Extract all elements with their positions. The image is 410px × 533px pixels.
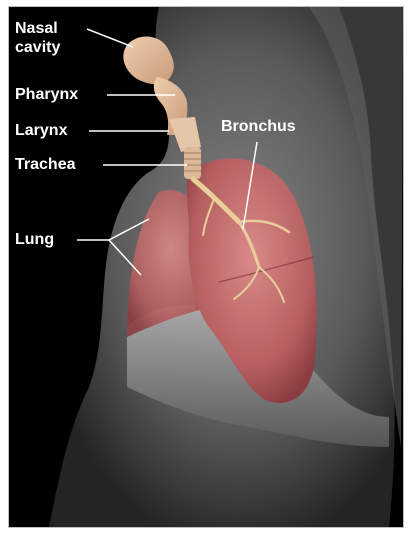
label-lung: Lung bbox=[15, 230, 54, 249]
trachea-shape bbox=[184, 147, 201, 179]
label-pharynx: Pharynx bbox=[15, 85, 78, 104]
label-bronchus: Bronchus bbox=[221, 117, 296, 136]
label-nasal-cavity: Nasal cavity bbox=[15, 19, 60, 57]
label-trachea: Trachea bbox=[15, 155, 75, 174]
label-larynx: Larynx bbox=[15, 121, 67, 140]
leader-nasal-cavity bbox=[87, 29, 133, 47]
respiratory-diagram: Nasal cavity Pharynx Larynx Trachea Lung… bbox=[8, 6, 404, 528]
